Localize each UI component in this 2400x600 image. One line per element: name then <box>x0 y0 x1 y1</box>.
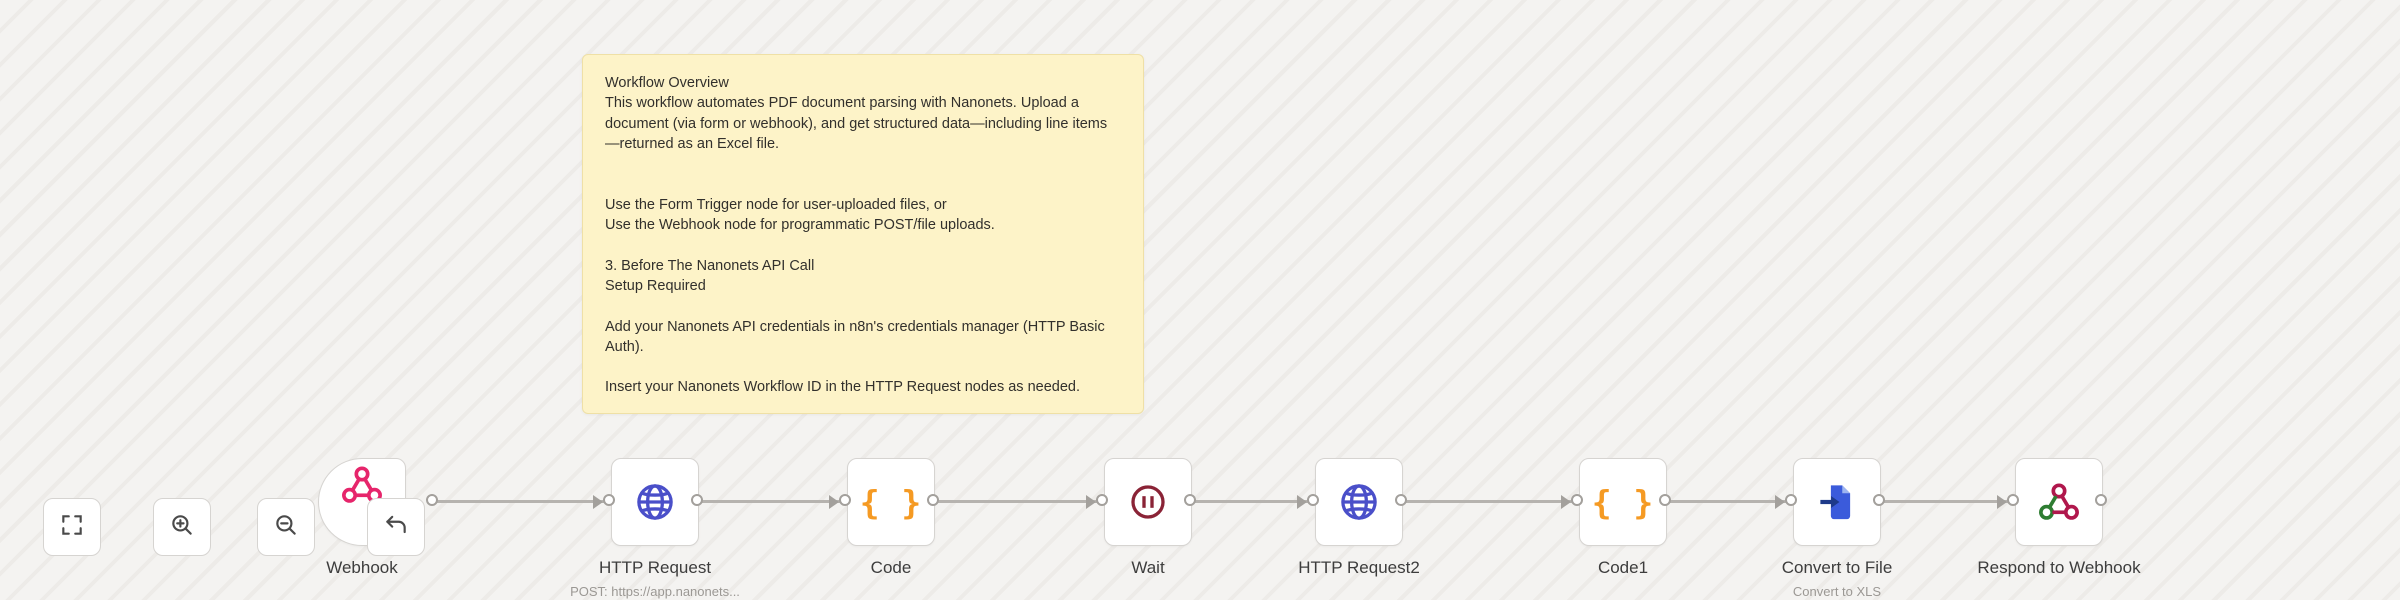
node-respond-to-webhook[interactable]: Respond to Webhook <box>1977 458 2141 577</box>
node-label: Respond to Webhook <box>1977 558 2141 577</box>
node-box[interactable] <box>1315 458 1403 546</box>
webhook-icon <box>2037 480 2081 524</box>
connector-input-dot[interactable] <box>1096 494 1108 506</box>
connection-line <box>1881 500 2015 503</box>
node-box[interactable] <box>2015 458 2103 546</box>
connector-output-dot[interactable] <box>691 494 703 506</box>
connection-arrow-icon <box>1297 495 1307 509</box>
node-label: Webhook <box>326 558 398 577</box>
fit-view-icon <box>59 512 85 543</box>
undo-icon <box>383 512 409 543</box>
sticky-note[interactable]: Workflow Overview This workflow automate… <box>582 54 1144 414</box>
connection-arrow-icon <box>1775 495 1785 509</box>
node-label: Code <box>870 558 912 577</box>
zoom-in-button[interactable] <box>153 498 211 556</box>
sticky-note-body: This workflow automates PDF document par… <box>605 95 1108 396</box>
connector-input-dot[interactable] <box>1785 494 1797 506</box>
connection-arrow-icon <box>593 495 603 509</box>
undo-button[interactable] <box>367 498 425 556</box>
connection-line <box>699 500 847 503</box>
connector-input-dot[interactable] <box>2007 494 2019 506</box>
connection-arrow-icon <box>1561 495 1571 509</box>
node-label: Wait <box>1131 558 1165 577</box>
connector-input-dot[interactable] <box>603 494 615 506</box>
pause-icon <box>1128 482 1168 522</box>
connector-input-dot[interactable] <box>1571 494 1583 506</box>
globe-icon <box>634 481 676 523</box>
node-wait[interactable]: Wait <box>1104 458 1192 577</box>
connector-output-dot[interactable] <box>1395 494 1407 506</box>
node-label: Convert to File <box>1781 558 1893 577</box>
connector-output-dot[interactable] <box>1659 494 1671 506</box>
connection-line <box>434 500 611 503</box>
connector-input-dot[interactable] <box>1307 494 1319 506</box>
node-label: Code1 <box>1597 558 1649 577</box>
webhook-icon <box>340 463 384 507</box>
connector-output-dot[interactable] <box>927 494 939 506</box>
braces-icon: { } <box>1591 482 1655 522</box>
connection-line <box>1403 500 1579 503</box>
connection-line <box>1667 500 1793 503</box>
node-code1[interactable]: { } Code1 <box>1579 458 1667 577</box>
connector-output-dot[interactable] <box>1184 494 1196 506</box>
file-export-icon <box>1816 481 1858 523</box>
node-http-request[interactable]: HTTP Request POST: https://app.nanonets.… <box>570 458 740 599</box>
node-code[interactable]: { } Code <box>847 458 935 577</box>
node-http-request2[interactable]: HTTP Request2 <box>1298 458 1420 577</box>
connector-output-dot[interactable] <box>1873 494 1885 506</box>
node-box[interactable]: { } <box>1579 458 1667 546</box>
connector-output-dot[interactable] <box>426 494 438 506</box>
node-box[interactable]: { } <box>847 458 935 546</box>
zoom-in-icon <box>169 512 195 543</box>
zoom-out-icon <box>273 512 299 543</box>
node-convert-to-file[interactable]: Convert to File Convert to XLS <box>1782 458 1892 599</box>
fit-view-button[interactable] <box>43 498 101 556</box>
sticky-note-title: Workflow Overview <box>605 75 729 91</box>
node-box[interactable] <box>1793 458 1881 546</box>
connection-arrow-icon <box>829 495 839 509</box>
node-label: HTTP Request2 <box>1298 558 1420 577</box>
node-label: HTTP Request <box>598 558 712 577</box>
connector-output-dot[interactable] <box>2095 494 2107 506</box>
node-subtitle: Convert to XLS <box>1792 584 1882 599</box>
node-box[interactable] <box>611 458 699 546</box>
connection-line <box>1192 500 1315 503</box>
connector-input-dot[interactable] <box>839 494 851 506</box>
globe-icon <box>1338 481 1380 523</box>
connection-arrow-icon <box>1997 495 2007 509</box>
zoom-out-button[interactable] <box>257 498 315 556</box>
braces-icon: { } <box>859 482 923 522</box>
node-subtitle: POST: https://app.nanonets... <box>570 584 740 599</box>
connection-arrow-icon <box>1086 495 1096 509</box>
node-box[interactable] <box>1104 458 1192 546</box>
connection-line <box>935 500 1104 503</box>
